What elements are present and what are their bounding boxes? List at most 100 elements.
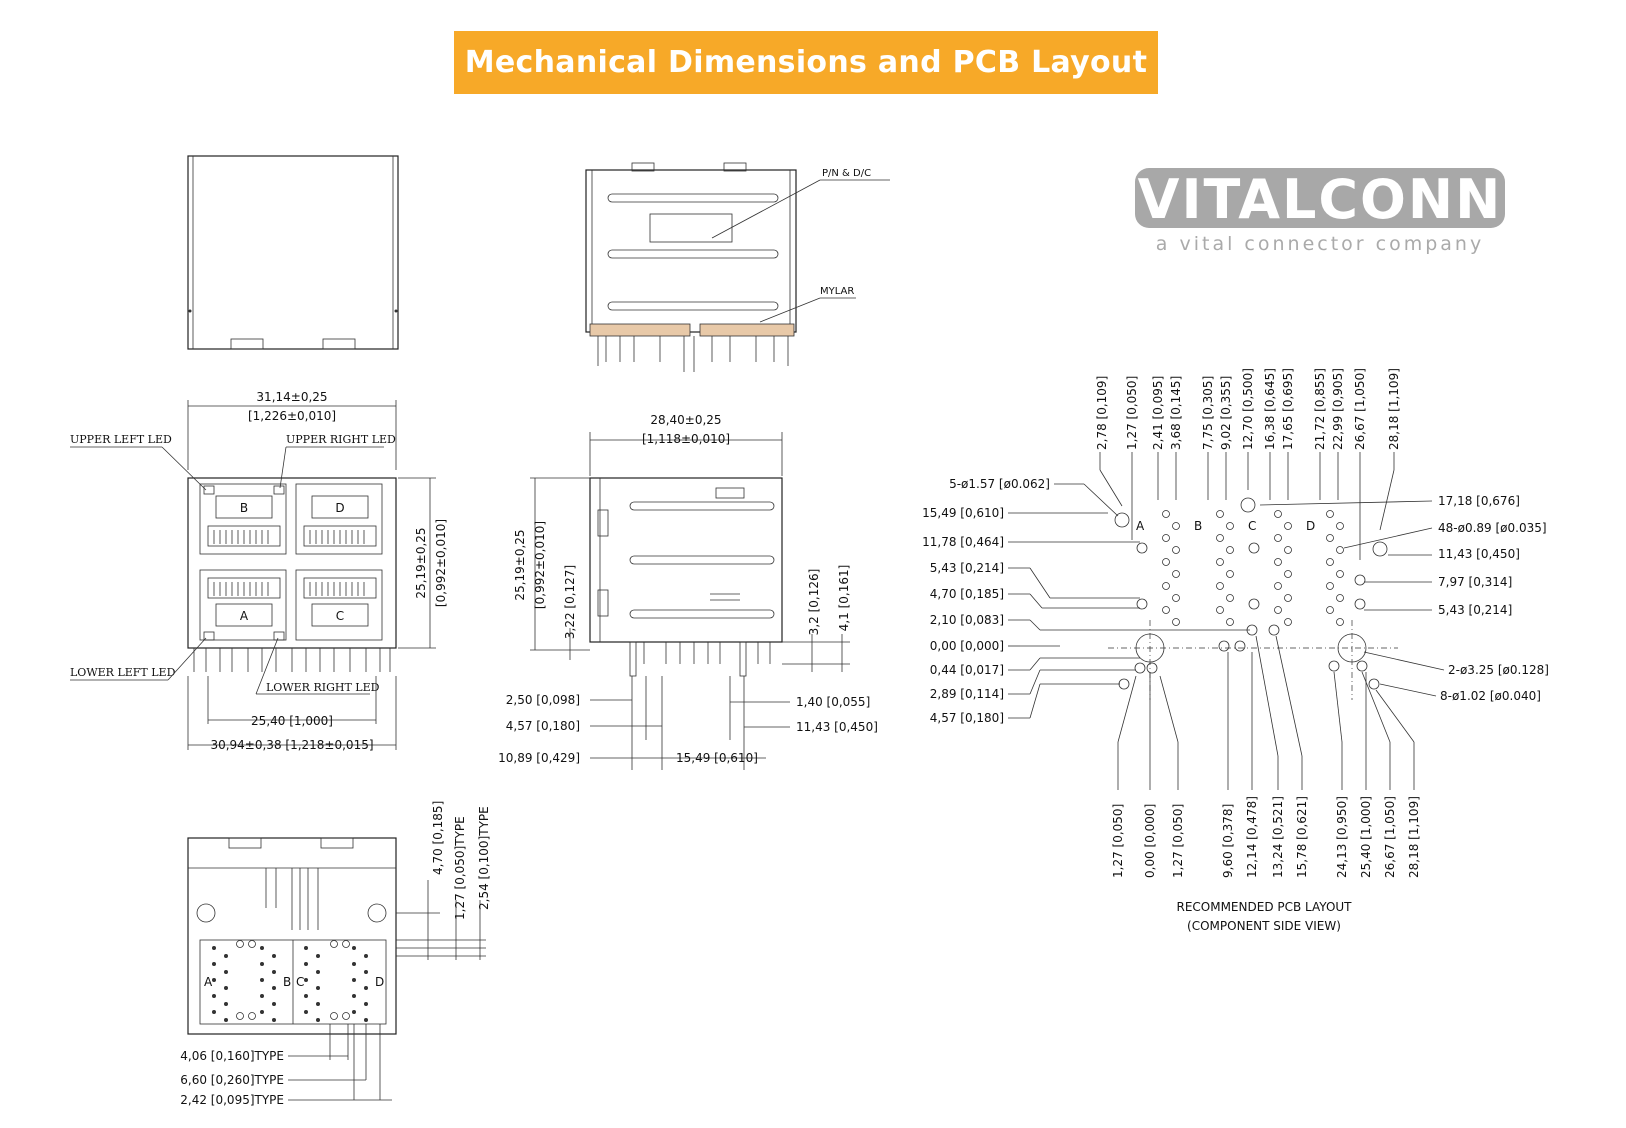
title-banner: Mechanical Dimensions and PCB Layout (454, 31, 1158, 94)
d41-label: 4,1 [0,161] (837, 565, 851, 632)
d250-label: 2,50 [0,098] (506, 693, 580, 707)
pcb-left-label: 4,57 [0,180] (930, 711, 1004, 725)
pcb-layout: 2,78 [0,109] 1,27 [0,050] 2,41 [0,095] 3… (922, 368, 1549, 933)
bottom-port-a-label: A (204, 975, 213, 989)
pcb-bottom-label: 0,00 [0,000] (1143, 804, 1157, 878)
pcb-top-label: 12,70 [0,500] (1241, 368, 1255, 450)
bottom-port-c-label: C (296, 975, 304, 989)
page-title: Mechanical Dimensions and PCB Layout (464, 45, 1148, 80)
pcb-top-label: 2,41 [0,095] (1151, 376, 1165, 450)
front-bottom-width-label: 30,94±0,38 [1,218±0,015] (210, 738, 373, 752)
d140-label: 1,40 [0,055] (796, 695, 870, 709)
d32-label: 3,2 [0,126] (807, 569, 821, 636)
lower-left-led (203, 631, 215, 641)
port-b-label: B (240, 501, 248, 515)
pcb-left-label: 5-ø1.57 [ø0.062] (949, 477, 1050, 491)
pcb-bottom-labels: 1,27 [0,050] 0,00 [0,000] 1,27 [0,050] 9… (1111, 796, 1421, 878)
pcb-bottom-label: 9,60 [0,378] (1221, 804, 1235, 878)
pcb-top-labels: 2,78 [0,109] 1,27 [0,050] 2,41 [0,095] 3… (1095, 368, 1401, 450)
end-height-label: 25,19±0,25 (513, 529, 527, 600)
pcb-port-c-label: C (1248, 519, 1256, 533)
pcb-bottom-label: 28,18 [1,109] (1407, 796, 1421, 878)
pcb-bottom-label: 25,40 [1,000] (1359, 796, 1373, 878)
pcb-top-label: 16,38 [0,645] (1263, 368, 1277, 450)
pcb-right-label: 11,43 [0,450] (1438, 547, 1520, 561)
mylar-label: MYLAR (820, 286, 854, 297)
d470-label: 4,70 [0,185] (431, 801, 445, 875)
pcb-port-b-label: B (1194, 519, 1202, 533)
pcb-top-label: 17,65 [0,695] (1281, 368, 1295, 450)
upper-right-led-label: UPPER RIGHT LED (286, 433, 396, 446)
pcb-left-label: 0,44 [0,017] (930, 663, 1004, 677)
pcb-right-labels: 17,18 [0,676] 48-ø0.89 [ø0.035] 11,43 [0… (1438, 494, 1549, 703)
port-c-label: C (336, 609, 344, 623)
upper-right-led (273, 485, 285, 495)
upper-left-led-label: UPPER LEFT LED (70, 433, 172, 446)
logo-plate (1135, 168, 1505, 228)
d457-label: 4,57 [0,180] (506, 719, 580, 733)
pcb-left-label: 11,78 [0,464] (922, 535, 1004, 549)
front-height-label: 25,19±0,25 (414, 527, 428, 598)
end-height-in-label: [0,992±0,010] (533, 521, 547, 609)
pcb-right-label: 2-ø3.25 [ø0.128] (1448, 663, 1549, 677)
front-view: 31,14±0,25 [1,226±0,010] B D A C (70, 390, 448, 752)
pcb-bottom-label: 13,24 [0,521] (1271, 796, 1285, 878)
d242-label: 2,42 [0,095]TYPE (180, 1093, 284, 1107)
bottom-view: A B C D 4,70 [0,185] 1,27 [0,050]TYPE 2,… (180, 801, 491, 1107)
lower-right-led-label: LOWER RIGHT LED (266, 681, 380, 694)
pcb-bottom-label: 1,27 [0,050] (1111, 804, 1125, 878)
vitalconn-logo: VITALCONN a vital connector company (1135, 168, 1505, 255)
pcb-top-label: 9,02 [0,355] (1219, 376, 1233, 450)
front-height-in-label: [0,992±0,010] (434, 519, 448, 607)
pcb-left-label: 5,43 [0,214] (930, 561, 1004, 575)
pitch-label: 25,40 [1,000] (251, 714, 333, 728)
d254-label: 2,54 [0,100]TYPE (477, 806, 491, 910)
logo-brand: VITALCONN (1138, 168, 1503, 231)
d1549-label: 15,49 [0,610] (676, 751, 758, 765)
upper-left-led (203, 485, 215, 495)
logo-tagline: a vital connector company (1156, 233, 1484, 255)
pcb-right-label: 17,18 [0,676] (1438, 494, 1520, 508)
d406-label: 4,06 [0,160]TYPE (180, 1049, 284, 1063)
lower-left-led-label: LOWER LEFT LED (70, 666, 176, 679)
front-width-label: 31,14±0,25 (256, 390, 327, 404)
d322-label: 3,22 [0,127] (563, 565, 577, 639)
pcb-left-labels: 5-ø1.57 [ø0.062] 15,49 [0,610] 11,78 [0,… (922, 477, 1050, 725)
pcb-left-label: 2,10 [0,083] (930, 613, 1004, 627)
pcb-port-d-label: D (1306, 519, 1315, 533)
pcb-right-label: 5,43 [0,214] (1438, 603, 1512, 617)
pcb-right-label: 8-ø1.02 [ø0.040] (1440, 689, 1541, 703)
end-width-label: 28,40±0,25 (650, 413, 721, 427)
port-a-label: A (240, 609, 249, 623)
bottom-port-d-label: D (375, 975, 384, 989)
pcb-top-label: 28,18 [1,109] (1387, 368, 1401, 450)
d660-label: 6,60 [0,260]TYPE (180, 1073, 284, 1087)
pcb-left-label: 15,49 [0,610] (922, 506, 1004, 520)
pcb-top-label: 26,67 [1,050] (1353, 368, 1367, 450)
end-width-in-label: [1,118±0,010] (642, 432, 730, 446)
pcb-top-label: 1,27 [0,050] (1125, 376, 1139, 450)
pcb-bottom-label: 12,14 [0,478] (1245, 796, 1259, 878)
pcb-port-a-label: A (1136, 519, 1145, 533)
lower-right-led (273, 631, 285, 641)
pcb-top-label: 3,68 [0,145] (1169, 376, 1183, 450)
d1143-label: 11,43 [0,450] (796, 720, 878, 734)
pcb-top-label: 21,72 [0,855] (1313, 368, 1327, 450)
port-d-label: D (335, 501, 344, 515)
pcb-top-label: 7,75 [0,305] (1201, 376, 1215, 450)
front-width-in-label: [1,226±0,010] (248, 409, 336, 423)
d1089-label: 10,89 [0,429] (498, 751, 580, 765)
bottom-port-b-label: B (283, 975, 291, 989)
top-view (187, 155, 399, 350)
pcb-right-label: 7,97 [0,314] (1438, 575, 1512, 589)
end-view: 28,40±0,25 [1,118±0,010] 25,19±0,25 [0,9… (498, 413, 878, 770)
pcb-left-label: 0,00 [0,000] (930, 639, 1004, 653)
pcb-bottom-label: 1,27 [0,050] (1171, 804, 1185, 878)
pcb-top-label: 22,99 [0,905] (1331, 368, 1345, 450)
side-view: P/N & D/C MYLAR (585, 162, 890, 372)
pcb-left-label: 4,70 [0,185] (930, 587, 1004, 601)
pcb-bottom-label: 24,13 [0,950] (1335, 796, 1349, 878)
pcb-left-label: 2,89 [0,114] (930, 687, 1004, 701)
pcb-bottom-label: 26,67 [1,050] (1383, 796, 1397, 878)
